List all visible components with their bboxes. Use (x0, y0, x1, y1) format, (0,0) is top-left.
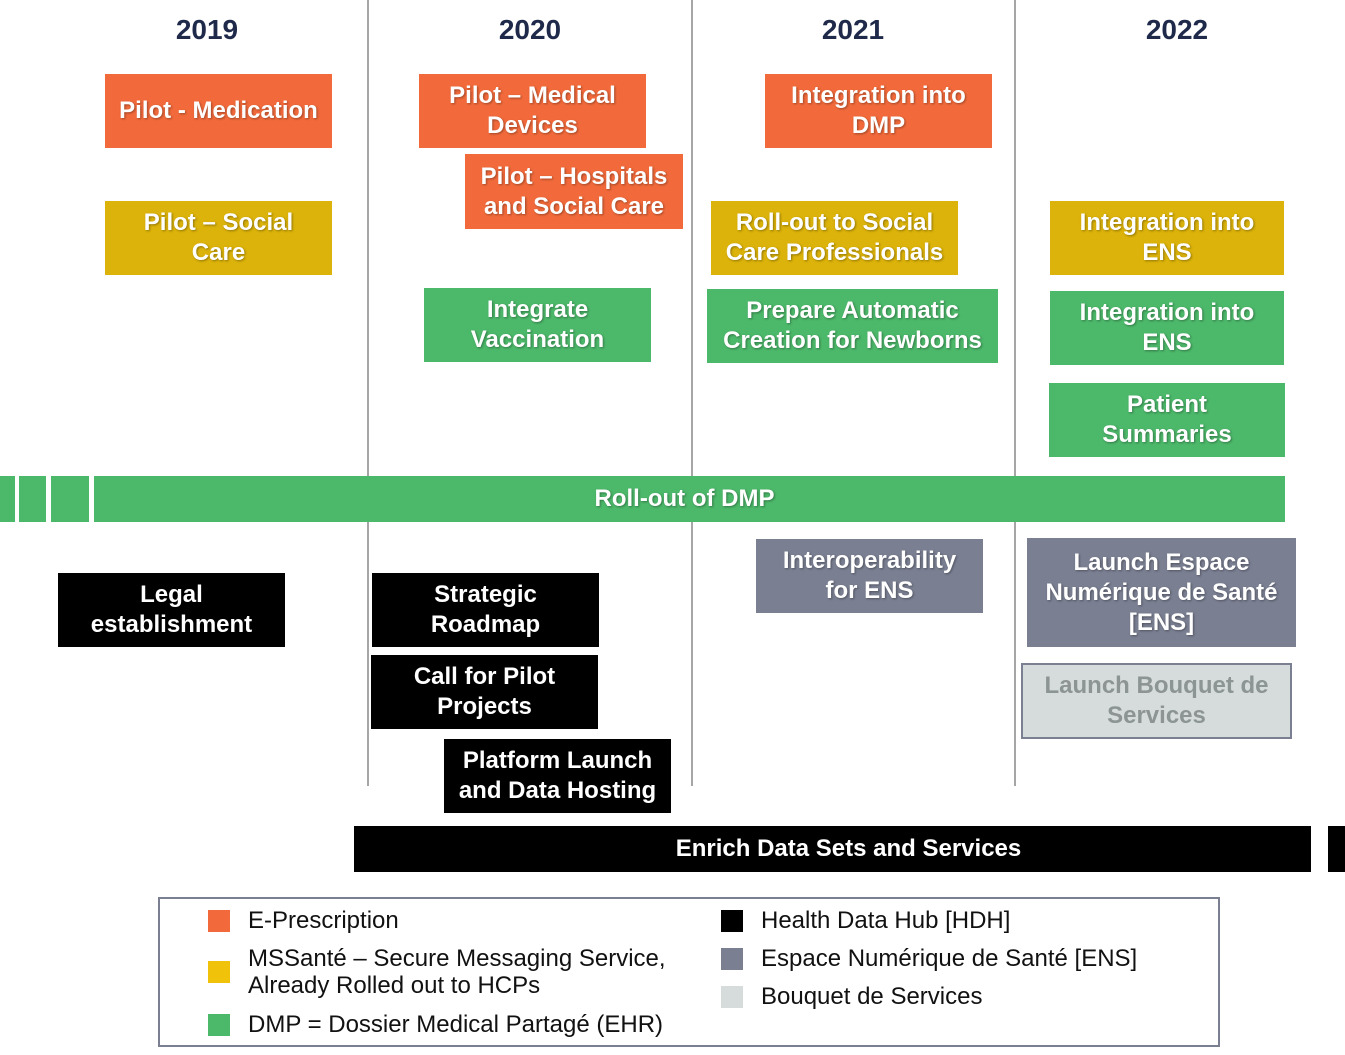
launch-ens-box: Launch Espace Numérique de Santé [ENS] (1027, 538, 1296, 647)
legal-establishment-box: Legal establishment (58, 573, 285, 647)
prepare-newborns-box: Prepare Automatic Creation for Newborns (707, 289, 998, 363)
integrate-vaccination-box: Integrate Vaccination (424, 288, 651, 362)
year-2022: 2022 (1145, 14, 1209, 45)
integration-ens-green-box: Integration into ENS (1050, 291, 1284, 365)
rollout-dmp-bar: Roll-out of DMP (94, 476, 1285, 522)
year-2021: 2021 (821, 14, 885, 45)
pilot-hospitals-box: Pilot – Hospitals and Social Care (465, 154, 683, 229)
year-divider (1014, 0, 1016, 786)
year-divider (367, 0, 369, 786)
integration-dmp-box: Integration into DMP (765, 74, 992, 148)
year-2019: 2019 (175, 14, 239, 45)
year-2020: 2020 (498, 14, 562, 45)
rollout-dmp-segment (0, 476, 15, 522)
legend: E-Prescription MSSanté – Secure Messagin… (158, 897, 1220, 1047)
legend-swatch (721, 947, 743, 970)
pilot-medical-devices-box: Pilot – Medical Devices (419, 74, 646, 148)
legend-item-mssante: MSSanté – Secure Messaging Service, Alre… (208, 945, 666, 999)
legend-swatch (208, 909, 230, 932)
patient-summaries-box: Patient Summaries (1049, 383, 1285, 457)
integration-ens-yellow-box: Integration into ENS (1050, 201, 1284, 275)
legend-item-bouquet: Bouquet de Services (721, 983, 982, 1010)
platform-launch-box: Platform Launch and Data Hosting (444, 739, 671, 813)
legend-swatch (208, 961, 230, 983)
enrich-data-bar: Enrich Data Sets and Services (354, 826, 1311, 872)
rollout-dmp-segment (19, 476, 46, 522)
year-divider (691, 0, 693, 786)
call-pilot-projects-box: Call for Pilot Projects (371, 655, 598, 729)
rollout-dmp-segment (51, 476, 89, 522)
legend-swatch (208, 1013, 230, 1036)
legend-item-dmp: DMP = Dossier Medical Partagé (EHR) (208, 1011, 663, 1038)
interoperability-ens-box: Interoperability for ENS (756, 539, 983, 613)
legend-swatch (721, 985, 743, 1008)
launch-bouquet-box: Launch Bouquet de Services (1021, 663, 1292, 739)
legend-item-hdh: Health Data Hub [HDH] (721, 907, 1010, 934)
pilot-social-care-box: Pilot – Social Care (105, 201, 332, 275)
legend-item-ens: Espace Numérique de Santé [ENS] (721, 945, 1137, 972)
legend-item-e-prescription: E-Prescription (208, 907, 399, 934)
pilot-medication-box: Pilot - Medication (105, 74, 332, 148)
strategic-roadmap-box: Strategic Roadmap (372, 573, 599, 647)
rollout-social-care-box: Roll-out to Social Care Professionals (711, 201, 958, 275)
legend-swatch (721, 909, 743, 932)
enrich-data-segment (1328, 826, 1345, 872)
